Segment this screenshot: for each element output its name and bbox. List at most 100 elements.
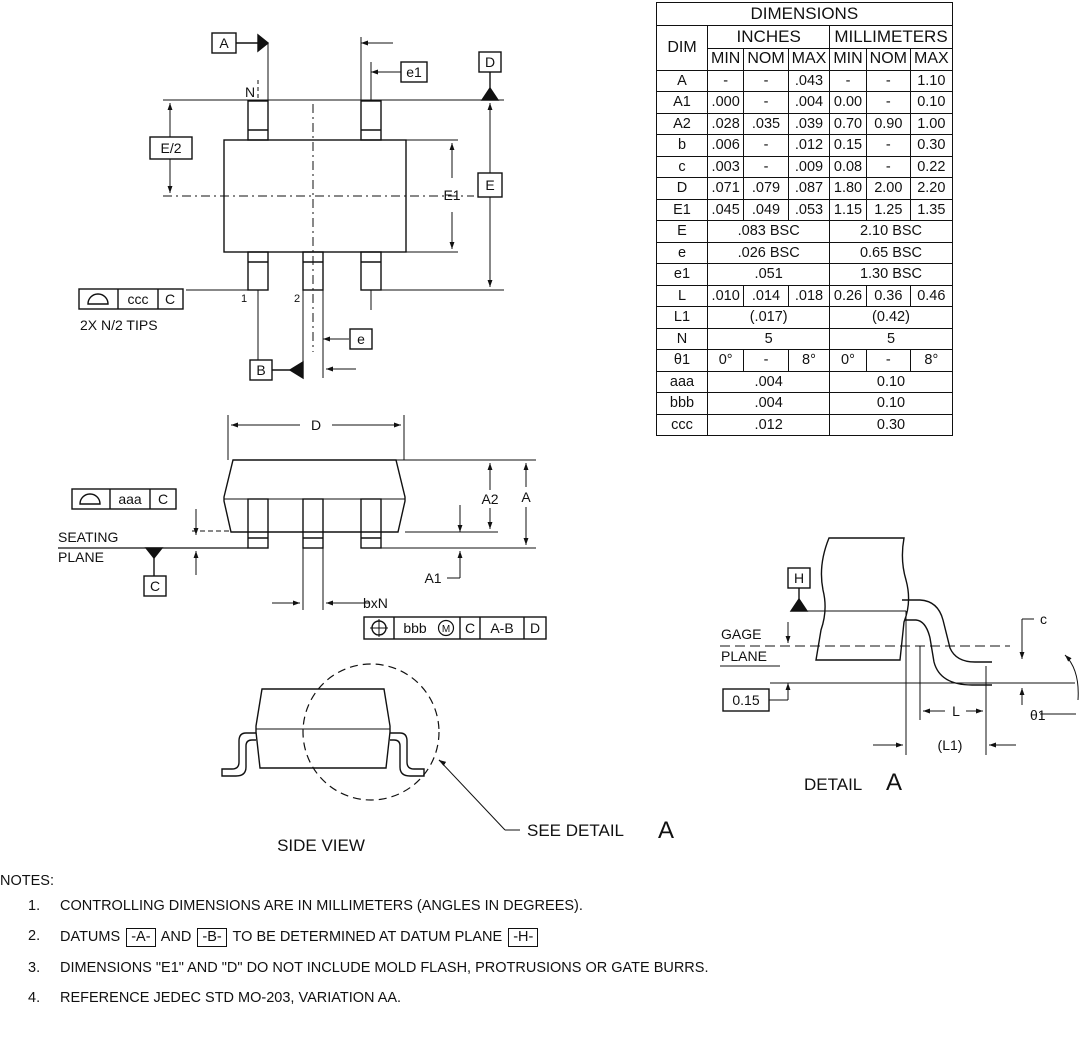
see-detail-label: SEE DETAIL (527, 821, 624, 840)
d-dimension-label: D (311, 417, 321, 433)
value-cell: - (706, 69, 745, 92)
value-cell: 0.70 (829, 112, 867, 135)
value-cell: (0.42) (829, 306, 953, 329)
value-cell: .009 (787, 155, 831, 178)
note-item: 1. CONTROLLING DIMENSIONS ARE IN MILLIME… (0, 898, 760, 915)
notes-title: NOTES: (0, 873, 54, 889)
dim-cell: e (656, 241, 708, 264)
value-cell: (.017) (706, 306, 831, 329)
see-detail-letter: A (658, 817, 674, 844)
value-cell: 1.00 (909, 112, 953, 135)
detail-a-labels: H GAGE PLANE 0.15 c L θ1 (L1) DETAIL A (721, 570, 1047, 796)
datum-c-label: C (150, 578, 160, 594)
aaa-datum: C (158, 491, 168, 507)
note-text: DATUMS (60, 929, 121, 945)
value-cell: .012 (706, 413, 831, 436)
value-cell: .004 (706, 392, 831, 415)
note-text: AND (160, 929, 192, 945)
value-cell: .053 (787, 198, 831, 221)
value-cell: .079 (743, 177, 789, 200)
value-cell: 0.46 (909, 284, 953, 307)
e-half-label: E/2 (160, 140, 181, 156)
gage-value: 0.15 (732, 692, 759, 708)
top-lead-pin3 (360, 251, 382, 291)
value-cell: 1.35 (909, 198, 953, 221)
dim-cell: E1 (656, 198, 708, 221)
value-cell: .026 BSC (706, 241, 831, 264)
dim-cell: ccc (656, 413, 708, 436)
value-cell: .004 (787, 91, 831, 114)
dim-cell: e1 (656, 263, 708, 286)
datum-h-label: H (794, 570, 804, 586)
value-cell: 0.26 (829, 284, 867, 307)
side-view-labels: SIDE VIEW SEE DETAIL A (277, 817, 674, 855)
value-cell: .049 (743, 198, 789, 221)
theta-label: θ1 (1030, 707, 1046, 723)
dim-header: DIM (656, 25, 708, 71)
sub-header-row: MIN NOM MAX MIN NOM MAX (657, 48, 953, 71)
table-row: A--.043--1.10 (656, 69, 953, 92)
front-lead-1 (247, 498, 269, 549)
datum-d-label: D (485, 54, 495, 70)
note-item: 4. REFERENCE JEDEC STD MO-203, VARIATION… (0, 990, 760, 1007)
fcf-a-b: A-B (490, 620, 513, 636)
value-cell: - (743, 134, 789, 157)
aaa-tolerance: aaa (118, 491, 142, 507)
value-cell: .012 (787, 134, 831, 157)
value-cell: 0.30 (829, 413, 953, 436)
value-cell: 8° (909, 349, 953, 372)
side-view (221, 663, 520, 831)
datum-b-box: -B- (197, 928, 227, 947)
value-cell: - (743, 69, 789, 92)
value-cell: - (743, 349, 789, 372)
sub-header: MIN (829, 48, 867, 71)
note-number: 1. (28, 898, 41, 914)
value-cell: 0° (706, 349, 745, 372)
millimeters-header: MILLIMETERS (829, 25, 953, 49)
notes-section: NOTES: 1. CONTROLLING DIMENSIONS ARE IN … (0, 873, 760, 1020)
datum-a-label: A (219, 35, 229, 51)
gage-label-2: PLANE (721, 648, 767, 664)
fcf-c: C (465, 620, 475, 636)
seating-label-2: PLANE (58, 549, 104, 565)
front-view-labels: D A2 A A1 aaa C SEATING PLANE C bxN bbb … (58, 417, 540, 636)
value-cell: 0.08 (829, 155, 867, 178)
value-cell: .010 (706, 284, 745, 307)
gage-label-1: GAGE (721, 626, 761, 642)
detail-a-letter: A (886, 769, 902, 796)
pin1-label: 1 (241, 293, 247, 305)
value-cell: - (743, 91, 789, 114)
sub-header: NOM (865, 48, 911, 71)
detail-a-callout-circle (302, 663, 440, 801)
value-cell: .039 (787, 112, 831, 135)
value-cell: .071 (706, 177, 745, 200)
value-cell: .000 (706, 91, 745, 114)
l-label: L (952, 703, 960, 719)
bxn-label: bxN (363, 595, 388, 611)
l1-label: (L1) (938, 737, 963, 753)
value-cell: .003 (706, 155, 745, 178)
dimensions-table: DIMENSIONS DIM INCHES MILLIMETERS MIN NO… (656, 2, 953, 436)
detail-a (720, 537, 1079, 755)
value-cell: - (865, 69, 911, 92)
value-cell: 1.30 BSC (829, 263, 953, 286)
value-cell: .028 (706, 112, 745, 135)
fcf-bbb: bbb (403, 620, 427, 636)
top-view-labels: A e1 D N E/2 E1 E 1 2 ccc C 2X N/2 TIPS … (80, 35, 495, 378)
ccc-datum: C (165, 291, 175, 307)
dim-cell: D (656, 177, 708, 200)
note-number: 3. (28, 960, 41, 976)
value-cell: 0° (829, 349, 867, 372)
note-text: DIMENSIONS "E1" AND "D" DO NOT INCLUDE M… (60, 960, 709, 976)
top-lead-upper-right (360, 100, 382, 141)
seating-label-1: SEATING (58, 529, 118, 545)
